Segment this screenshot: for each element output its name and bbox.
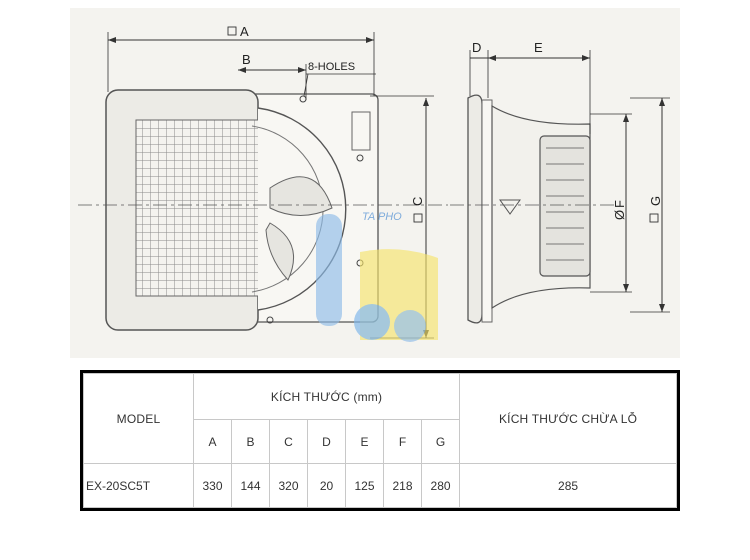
holes-label: 8-HOLES	[308, 61, 355, 73]
col-header-a: A	[193, 419, 232, 464]
side-motor	[539, 135, 591, 277]
dim-g-square-symbol	[649, 213, 659, 223]
dim-e-label: E	[534, 40, 543, 55]
row-value-d: 20	[307, 463, 346, 508]
spec-table: MODEL KÍCH THƯỚC (mm) KÍCH THƯỚC CHỪA LỖ…	[80, 370, 680, 511]
col-header-c: C	[269, 419, 308, 464]
mount-hole-bottom	[266, 316, 274, 324]
watermark-text: TA PHO	[362, 211, 402, 223]
logo-blue-circle	[354, 304, 390, 340]
side-flange	[467, 94, 483, 324]
dim-b-label: B	[242, 52, 251, 67]
side-arrow-hint	[499, 199, 521, 215]
hole-header: KÍCH THƯỚC CHỪA LỖ	[459, 373, 677, 464]
dim-g-label: G	[648, 196, 663, 206]
holes-leader	[303, 73, 309, 97]
dim-c-label: C	[410, 197, 425, 206]
technical-drawing: A B 8-HOLES C	[70, 8, 680, 358]
watermark-logo: TA PHO	[316, 211, 438, 342]
model-header: MODEL	[83, 373, 194, 464]
row-hole: 285	[459, 463, 677, 508]
dim-f-diameter-symbol: Ø	[612, 210, 627, 220]
fan-blade-1	[269, 176, 333, 216]
col-header-f: F	[383, 419, 422, 464]
dim-d-label: D	[472, 40, 481, 55]
fan-blade-2	[265, 222, 295, 281]
dim-c-square-symbol	[413, 213, 423, 223]
dim-a-label: A	[240, 24, 249, 39]
logo-blue-circle-2	[394, 310, 426, 342]
col-header-g: G	[420, 419, 461, 464]
motor-fins	[546, 147, 584, 261]
dim-b-arrows	[238, 67, 306, 73]
col-header-b: B	[231, 419, 270, 464]
row-model: EX-20SC5T	[83, 463, 194, 508]
bracket	[351, 111, 371, 151]
side-plate	[481, 99, 493, 323]
front-grille	[135, 119, 265, 297]
row-value-c: 320	[269, 463, 308, 508]
spec-table-grid: MODEL KÍCH THƯỚC (mm) KÍCH THƯỚC CHỪA LỖ…	[83, 373, 677, 508]
row-value-e: 125	[345, 463, 384, 508]
logo-blue-bar	[316, 214, 342, 326]
dim-a-square-symbol	[227, 26, 237, 36]
row-value-b: 144	[231, 463, 270, 508]
mount-hole-right	[356, 154, 364, 162]
table-row: EX-20SC5T 330 144 320 20 125 218 280 285	[83, 463, 677, 508]
drawing-svg: A B 8-HOLES C	[78, 24, 670, 342]
dim-f-label: F	[612, 200, 627, 208]
side-view: D E F Ø G	[450, 40, 670, 324]
col-header-d: D	[307, 419, 346, 464]
col-header-e: E	[345, 419, 384, 464]
row-value-g: 280	[420, 463, 461, 508]
front-view: A B 8-HOLES C	[78, 24, 448, 339]
dims-header: KÍCH THƯỚC (mm)	[192, 373, 461, 420]
row-value-f: 218	[383, 463, 422, 508]
row-value-a: 330	[193, 463, 232, 508]
